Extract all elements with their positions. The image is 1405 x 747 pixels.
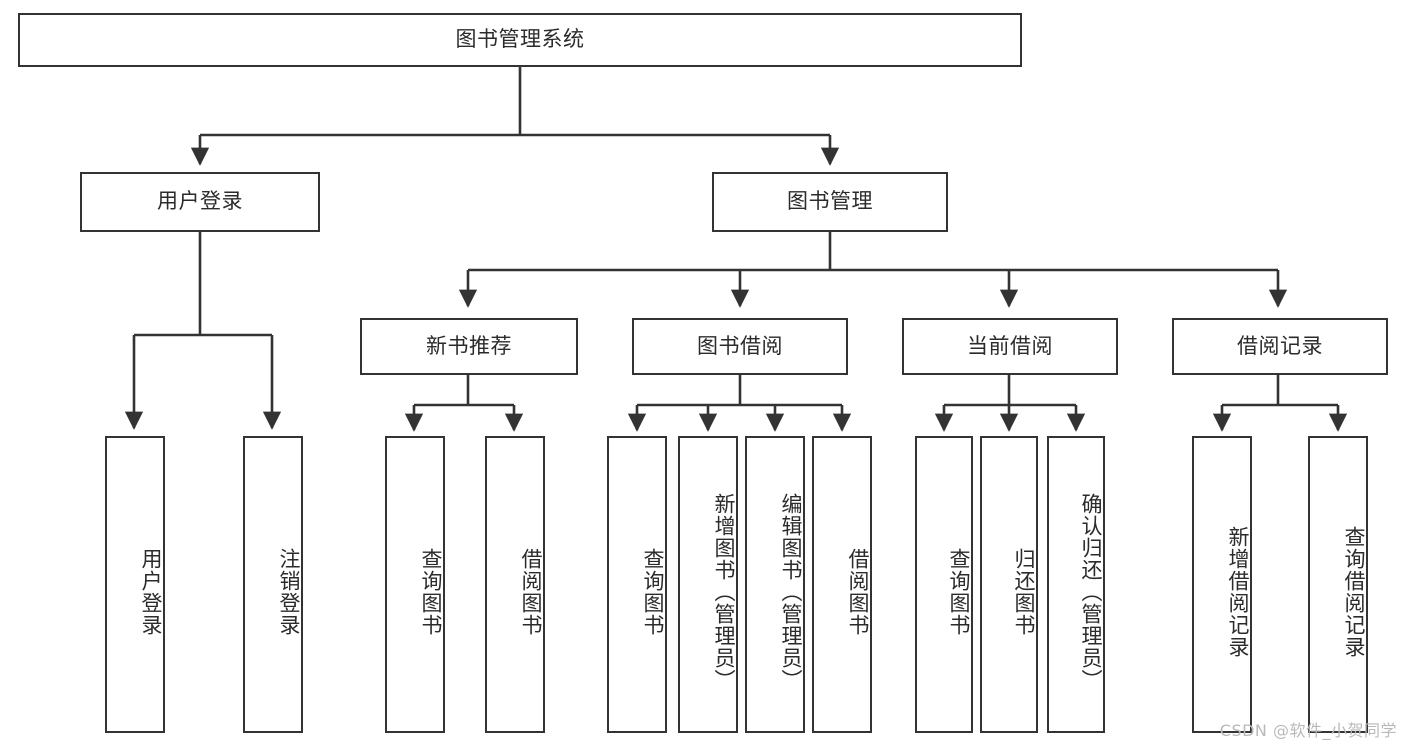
node-borrow-record[interactable]: 借阅记录 — [1172, 318, 1388, 375]
watermark-text: CSDN @软件_小贺同学 — [1219, 721, 1397, 740]
leaf-query-borrow-record-label: 查询借阅记录 — [1342, 525, 1366, 658]
leaf-return-book[interactable]: 归还图书 — [980, 436, 1038, 733]
node-book-borrow[interactable]: 图书借阅 — [632, 318, 848, 375]
node-book-manage[interactable]: 图书管理 — [712, 172, 948, 232]
leaf-logout-login-label: 注销登录 — [277, 547, 301, 636]
node-root-system[interactable]: 图书管理系统 — [18, 13, 1022, 67]
leaf-borrow-book[interactable]: 借阅图书 — [812, 436, 872, 733]
leaf-query-borrow-record[interactable]: 查询借阅记录 — [1308, 436, 1368, 733]
leaf-edit-book-label: 编辑图书（管理员） — [779, 492, 803, 691]
leaf-query-book-borrow[interactable]: 查询图书 — [607, 436, 667, 733]
leaf-query-book-current[interactable]: 查询图书 — [915, 436, 973, 733]
leaf-add-book[interactable]: 新增图书（管理员） — [678, 436, 738, 733]
leaf-query-book-recommend-label: 查询图书 — [419, 547, 443, 636]
leaf-borrow-book-recommend[interactable]: 借阅图书 — [485, 436, 545, 733]
leaf-add-book-label: 新增图书（管理员） — [712, 492, 736, 691]
leaf-query-book-current-label: 查询图书 — [947, 547, 971, 636]
node-user-login[interactable]: 用户登录 — [80, 172, 320, 232]
leaf-query-book-recommend[interactable]: 查询图书 — [385, 436, 445, 733]
leaf-return-book-label: 归还图书 — [1012, 547, 1036, 636]
node-new-book-recommend[interactable]: 新书推荐 — [360, 318, 578, 375]
leaf-borrow-book-recommend-label: 借阅图书 — [519, 547, 543, 636]
leaf-user-login[interactable]: 用户登录 — [105, 436, 165, 733]
leaf-edit-book[interactable]: 编辑图书（管理员） — [745, 436, 805, 733]
leaf-confirm-return[interactable]: 确认归还（管理员） — [1047, 436, 1105, 733]
leaf-logout-login[interactable]: 注销登录 — [243, 436, 303, 733]
leaf-user-login-label: 用户登录 — [139, 547, 163, 636]
node-current-borrow[interactable]: 当前借阅 — [902, 318, 1118, 375]
leaf-add-borrow-record[interactable]: 新增借阅记录 — [1192, 436, 1252, 733]
leaf-borrow-book-label: 借阅图书 — [846, 547, 870, 636]
leaf-add-borrow-record-label: 新增借阅记录 — [1226, 525, 1250, 658]
leaf-confirm-return-label: 确认归还（管理员） — [1079, 492, 1103, 691]
leaf-query-book-borrow-label: 查询图书 — [641, 547, 665, 636]
